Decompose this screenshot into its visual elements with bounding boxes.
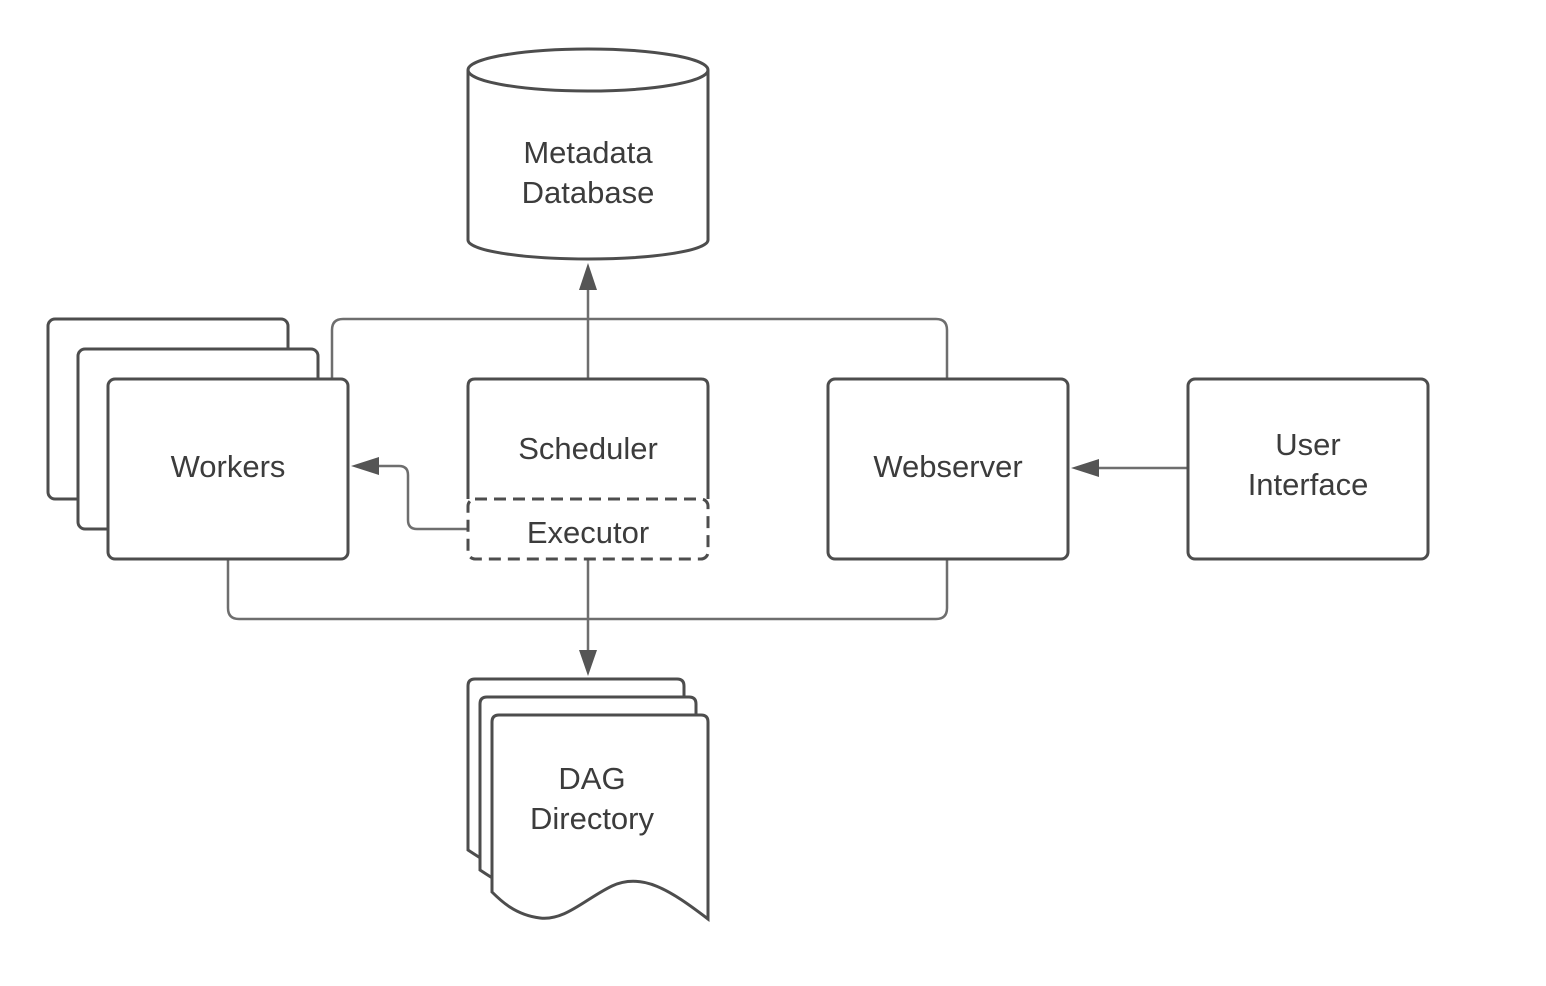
user-interface-label-line1: User [1275,427,1340,462]
executor-to-workers-connector [377,464,468,531]
dag-directory-label-line2: Directory [530,801,655,836]
user-interface-label-line2: Interface [1248,467,1369,502]
webserver-box [826,377,1070,561]
database-cylinder-body [466,70,710,261]
dag-directory-label-line1: DAG [558,761,625,796]
webserver-label: Webserver [873,449,1022,484]
metadata-database-node: Metadata Database [466,47,710,261]
arrowheads [351,263,1099,676]
scheduler-box [466,377,710,499]
arrowhead-to-dag-directory [579,650,597,676]
arrowhead-to-database [579,263,597,290]
workers-node: Workers [46,317,350,561]
executor-box [466,497,710,561]
workers-label: Workers [171,449,286,484]
scheduler-node: Scheduler [466,377,710,499]
user-interface-box [1186,377,1430,561]
user-interface-node: User Interface [1186,377,1430,561]
top-bus-connector [330,317,949,378]
connectors [226,288,1187,652]
arrowhead-to-workers [351,457,379,475]
dag-directory-node: DAG Directory [466,677,710,923]
webserver-node: Webserver [826,377,1070,561]
scheduler-label: Scheduler [518,431,658,466]
worker-box-front [106,377,350,561]
executor-node: Executor [466,497,710,561]
database-cylinder-top [466,47,710,93]
metadata-database-label-line2: Database [522,175,655,210]
metadata-database-label-line1: Metadata [523,135,653,170]
arrowhead-to-webserver [1071,459,1099,477]
executor-label: Executor [527,515,649,550]
dag-document-front [490,713,710,923]
